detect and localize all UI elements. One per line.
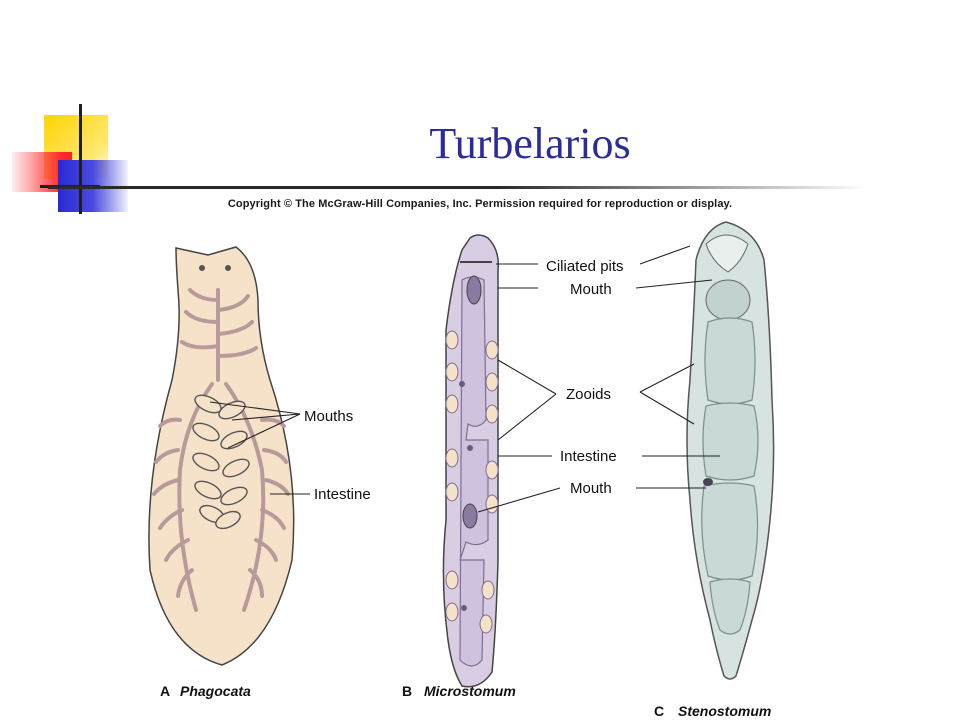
caption-c-name: Stenostomum xyxy=(678,703,771,719)
caption-a-name: Phagocata xyxy=(180,683,251,699)
label-intestine-b: Intestine xyxy=(560,448,617,465)
label-mouth-top: Mouth xyxy=(570,281,612,298)
copyright-notice: Copyright © The McGraw-Hill Companies, I… xyxy=(227,198,733,210)
caption-a-letter: A xyxy=(160,683,170,699)
label-mouths: Mouths xyxy=(304,408,353,425)
decor-vertical-line xyxy=(79,104,82,214)
microstomum-nuclei xyxy=(459,381,473,611)
microstomum-pockets xyxy=(445,330,499,634)
microstomum-drawing xyxy=(442,234,500,688)
label-ciliated-pits: Ciliated pits xyxy=(546,258,624,275)
stenostomum-intestine-segments xyxy=(701,317,759,635)
phagocata-eyespots xyxy=(199,265,231,271)
stenostomum-mouth xyxy=(703,478,713,486)
microstomum-mouth-bottom xyxy=(462,503,478,529)
label-zooids: Zooids xyxy=(566,386,611,403)
caption-b-name: Microstomum xyxy=(424,683,516,699)
label-intestine-a: Intestine xyxy=(314,486,371,503)
stenostomum-head xyxy=(705,234,749,273)
stenostomum-drawing xyxy=(686,221,775,680)
phagocata-drawing xyxy=(148,246,295,666)
title-underline xyxy=(48,186,868,189)
slide-title: Turbelarios xyxy=(429,119,631,168)
microstomum-intestine xyxy=(459,276,489,667)
stenostomum-pharynx xyxy=(705,279,751,321)
caption-b-letter: B xyxy=(402,683,412,699)
microstomum-mouth-top xyxy=(466,275,482,305)
label-mouth-bottom: Mouth xyxy=(570,480,612,497)
caption-c-letter: C xyxy=(654,703,664,719)
leader-lines xyxy=(209,245,720,513)
